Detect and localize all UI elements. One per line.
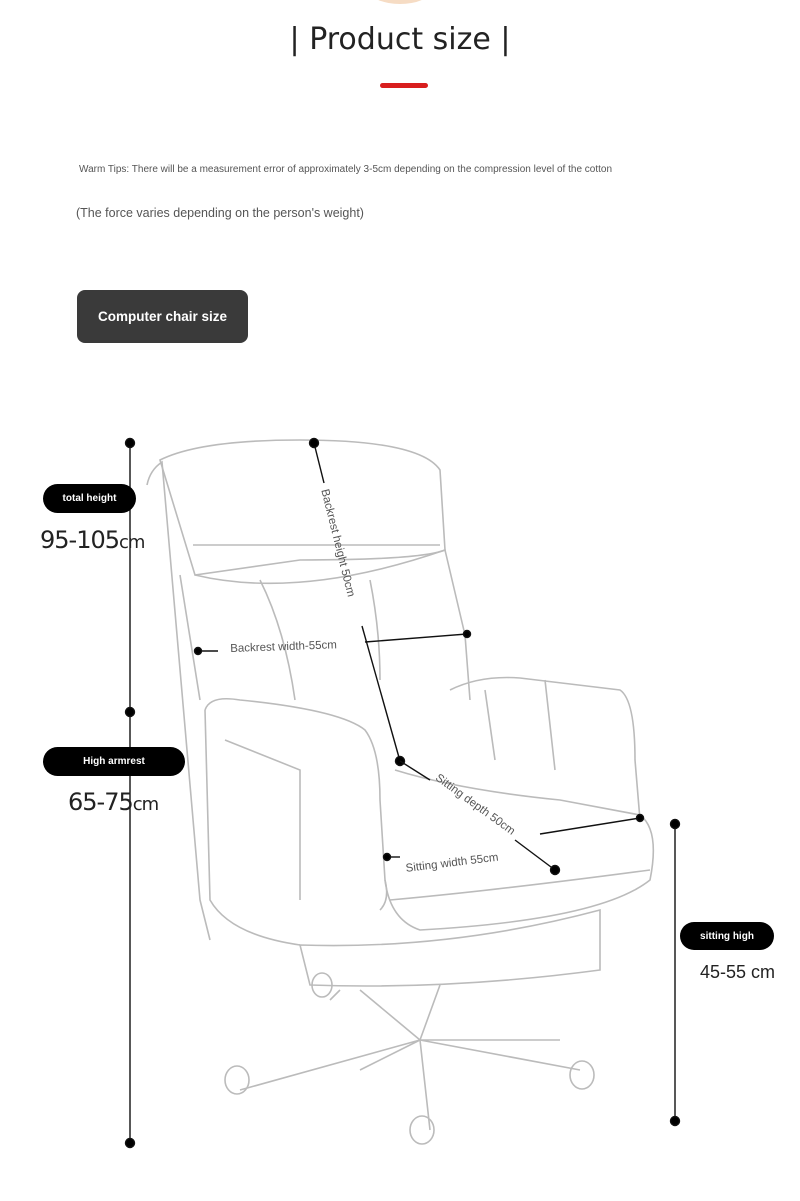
value-unit: cm — [119, 532, 145, 553]
measurement-lines — [124, 437, 681, 1149]
total-height-value: 95-105cm — [40, 526, 145, 554]
seat-height-value: 45-55 cm — [700, 962, 776, 982]
decorative-blob — [370, 0, 430, 4]
dot — [308, 437, 320, 449]
value-number: 95-105 — [40, 526, 120, 554]
seat-height-label: sitting high — [680, 922, 774, 950]
dot — [669, 1115, 681, 1127]
dot — [124, 1137, 136, 1149]
total-height-label: total height — [43, 484, 136, 513]
title-underline — [380, 83, 428, 88]
armrest-height-value: 65-75cm — [68, 788, 159, 816]
armrest-height-label: High armrest — [43, 747, 185, 776]
backrest-height-line — [361, 625, 401, 762]
backrest-height-line — [313, 442, 325, 484]
dot — [124, 706, 136, 718]
value-unit: cm — [132, 794, 159, 815]
dot — [193, 646, 203, 656]
value-number: 65-75 — [68, 788, 134, 816]
dot — [635, 813, 645, 823]
dot — [549, 864, 561, 876]
computer-chair-size-button[interactable]: Computer chair size — [77, 290, 248, 343]
seat-depth-line — [399, 760, 431, 781]
weight-note-text: (The force varies depending on the perso… — [76, 206, 364, 220]
seat-depth-line — [514, 839, 556, 871]
seat-width-line — [539, 817, 641, 835]
dot — [462, 629, 472, 639]
backrest-width-line — [364, 633, 468, 643]
page-title: | Product size | — [289, 22, 511, 57]
chair-sketch — [146, 439, 655, 1145]
dot — [124, 437, 136, 449]
dot — [669, 818, 681, 830]
warm-tips-text: Warm Tips: There will be a measurement e… — [79, 164, 613, 175]
dot — [382, 852, 392, 862]
